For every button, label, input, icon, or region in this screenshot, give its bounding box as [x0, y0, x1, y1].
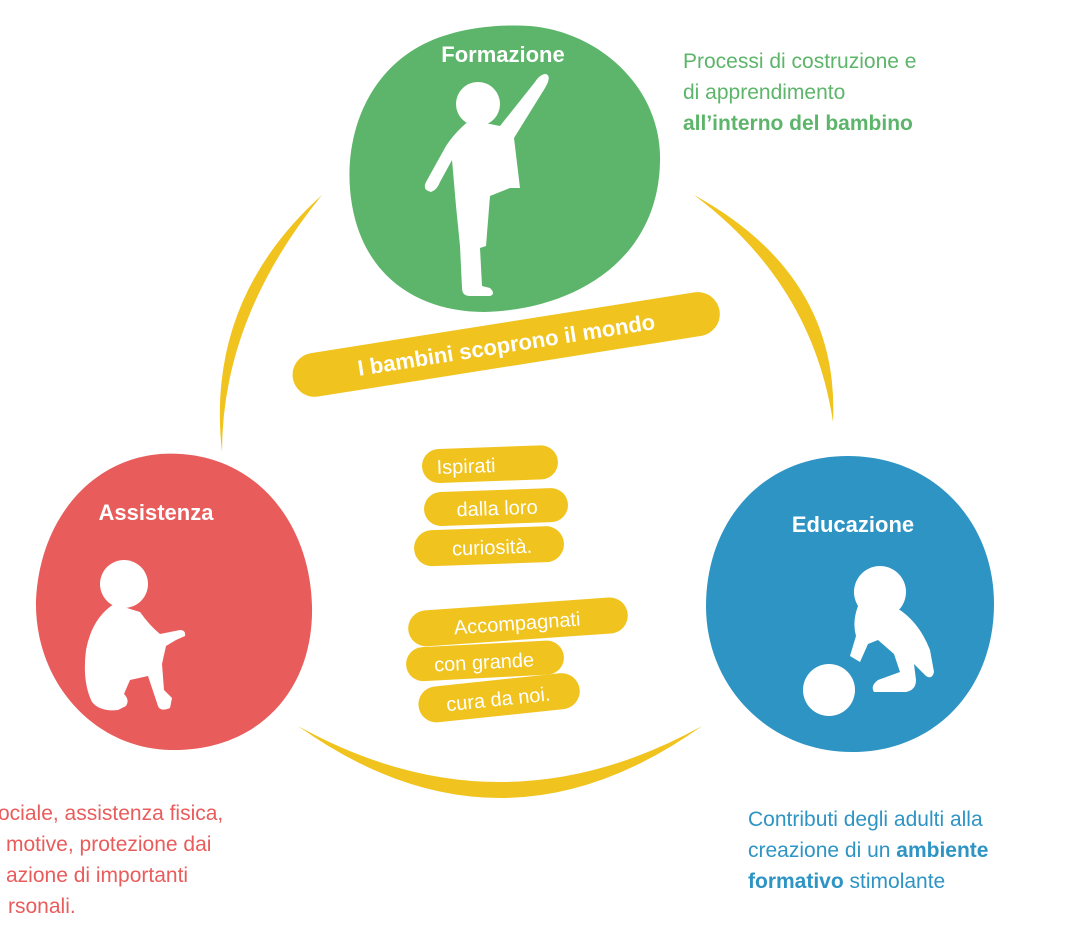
arc-formazione-educazione: [694, 195, 834, 422]
assistenza-desc-line4: rsonali.: [8, 895, 76, 918]
arc-formazione-assistenza: [219, 195, 322, 452]
note2-line2: con grande: [434, 649, 535, 676]
educazione-desc-line2-pre: creazione di un: [748, 839, 897, 862]
formazione-desc-line3: all’interno del bambino: [683, 112, 913, 135]
assistenza-desc-line1: ociale, assistenza fisica,: [0, 802, 224, 825]
center-note-1: Ispirati dalla loro curiosità.: [414, 445, 568, 567]
educazione-description: Contributi degli adulti alla creazione d…: [748, 804, 988, 897]
note1-line3: curiosità.: [452, 536, 533, 561]
formazione-desc-line2: di apprendimento: [683, 81, 846, 104]
assistenza-desc-line2: motive, protezione dai: [6, 833, 212, 856]
educazione-desc-line1: Contributi degli adulti alla: [748, 808, 983, 831]
educazione-desc-line3-post: stimolante: [843, 870, 946, 893]
assistenza-description: ociale, assistenza fisica, motive, prote…: [0, 798, 223, 922]
node-formazione: Formazione: [349, 25, 661, 313]
formazione-description: Processi di costruzione e di apprendimen…: [683, 46, 916, 139]
note1-line1: Ispirati: [436, 455, 496, 479]
assistenza-blob: [35, 453, 313, 751]
baby-crawling-silhouette-icon: [84, 560, 186, 711]
educazione-title: Educazione: [792, 512, 914, 537]
node-educazione: Educazione: [706, 456, 994, 752]
educazione-desc-line3: formativo stimolante: [748, 866, 988, 897]
educazione-desc-line2: creazione di un ambiente: [748, 835, 988, 866]
node-assistenza: Assistenza: [35, 453, 313, 751]
center-note-2: Accompagnati con grande cura da noi.: [406, 597, 628, 723]
educazione-blob: [706, 456, 994, 752]
assistenza-title: Assistenza: [99, 500, 215, 525]
formazione-title: Formazione: [441, 42, 564, 67]
child-with-ball-silhouette-icon: [803, 566, 934, 716]
child-pointing-silhouette-icon: [424, 74, 549, 296]
arc-assistenza-educazione: [298, 726, 702, 798]
educazione-desc-line2-bold: ambiente: [896, 839, 989, 862]
note1-line2: dalla loro: [456, 497, 538, 522]
educazione-desc-line3-bold: formativo: [748, 870, 844, 893]
assistenza-desc-line3: azione di importanti: [6, 864, 189, 887]
formazione-desc-line1: Processi di costruzione e: [683, 50, 917, 73]
